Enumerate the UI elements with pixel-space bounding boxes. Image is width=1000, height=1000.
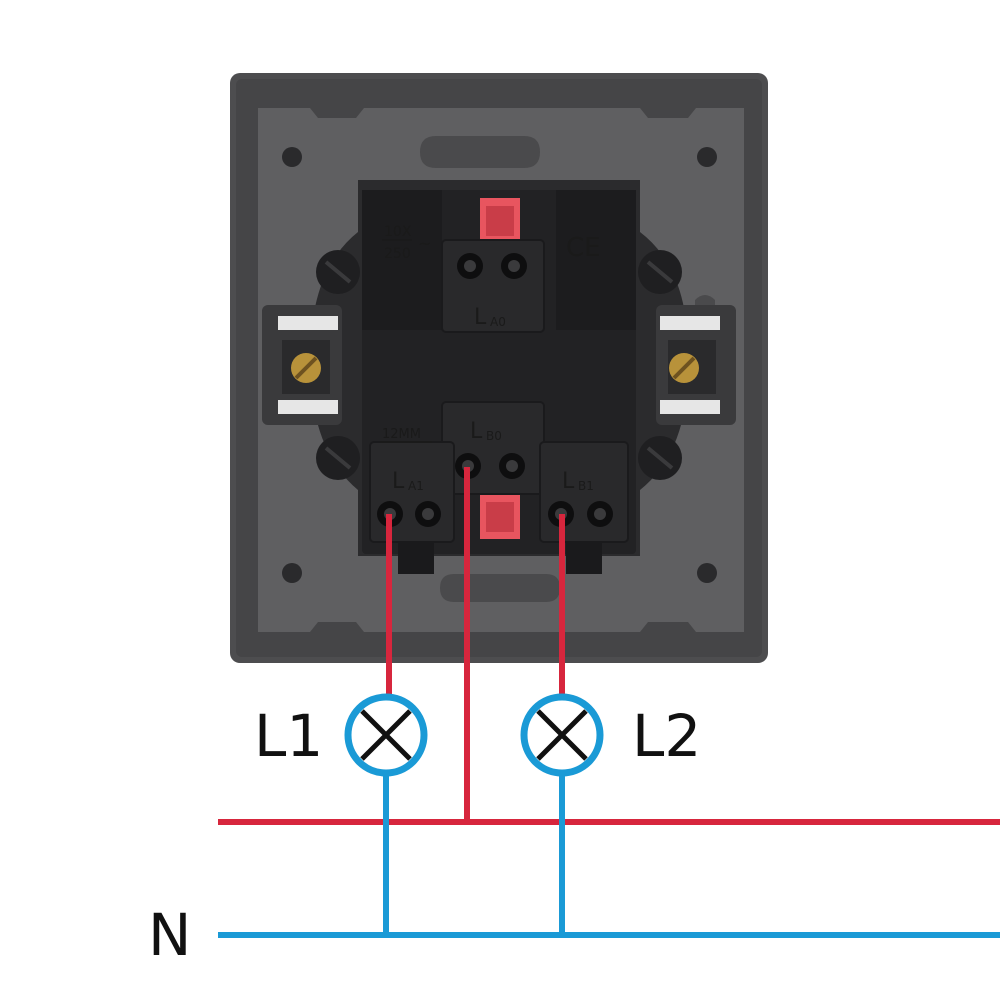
ce-mark: CE [566, 233, 601, 263]
mounting-hole-top-left [282, 147, 302, 167]
rating-ac-symbol: ~ [418, 234, 431, 253]
terminal-la1-sub: A1 [408, 479, 424, 493]
lamp-l2-icon [520, 693, 604, 777]
mounting-hole-bottom-right [697, 563, 717, 583]
plate-slot-bottom [440, 574, 560, 602]
terminal-la0-letter: L [474, 305, 487, 330]
lamp-l1-label: L1 [254, 702, 323, 770]
lamp-l1-icon [344, 693, 428, 777]
strip-length-text: 12MM [382, 427, 421, 442]
terminal-block-lb0 [441, 401, 545, 495]
mounting-hole-top-right [697, 147, 717, 167]
terminal-lb0-letter: L [470, 419, 483, 444]
terminal-la0-sub: A0 [490, 315, 506, 329]
terminal-lb1-sub: B1 [578, 479, 594, 493]
terminal-la1-letter: L [392, 469, 405, 494]
terminal-block-la0 [441, 239, 545, 333]
terminal-lb1-letter: L [562, 469, 575, 494]
neutral-label: N [148, 901, 191, 969]
rating-voltage-text: 250 [384, 246, 411, 262]
rating-current-text: 10X [384, 224, 412, 240]
mounting-hole-bottom-left [282, 563, 302, 583]
terminal-lb0-sub: B0 [486, 429, 502, 443]
lamp-l2-label: L2 [632, 702, 701, 770]
plate-slot-top [420, 136, 540, 168]
